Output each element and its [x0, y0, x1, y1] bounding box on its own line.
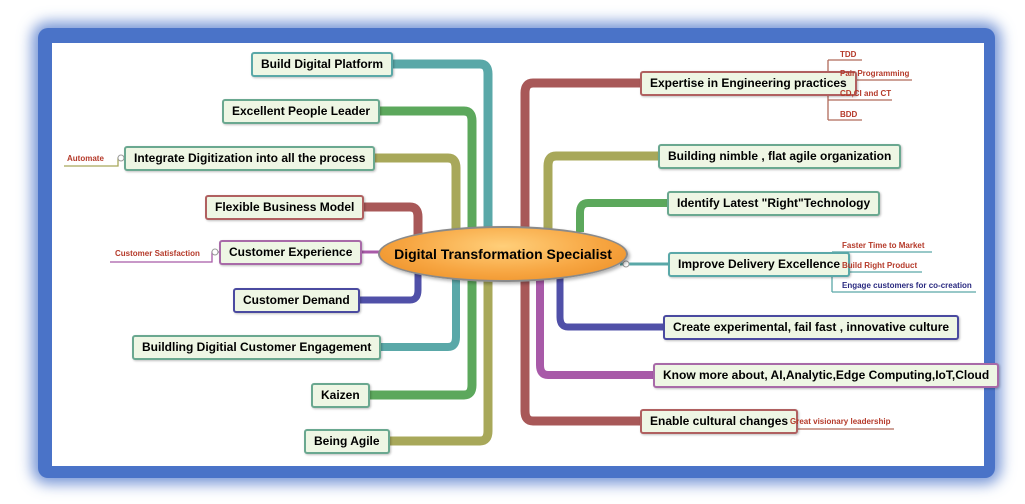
- node-being-agile[interactable]: Being Agile: [304, 429, 390, 454]
- node-know-more[interactable]: Know more about, AI,Analytic,Edge Comput…: [653, 363, 1000, 388]
- leaf-visionary-leadership[interactable]: Great visionary leadership: [790, 417, 891, 426]
- branch-customer-engagement: [345, 268, 460, 351]
- branch-cultural-changes: [520, 272, 640, 426]
- leaf-customer-satisfaction[interactable]: Customer Satisfaction: [115, 249, 200, 258]
- branch-being-agile: [374, 268, 493, 446]
- node-cultural-changes[interactable]: Enable cultural changes: [640, 409, 799, 434]
- leaf-build-right-product[interactable]: Build Right Product: [842, 261, 918, 270]
- collapse-dot-delivery-branch: [622, 260, 630, 268]
- leaf-automate[interactable]: Automate: [67, 154, 104, 163]
- node-customer-experience[interactable]: Customer Experience: [219, 240, 363, 265]
- node-excellent-people-leader[interactable]: Excellent People Leader: [222, 99, 381, 124]
- node-kaizen[interactable]: Kaizen: [311, 383, 370, 408]
- node-integrate-digitization[interactable]: Integrate Digitization into all the proc…: [124, 146, 376, 171]
- node-build-digital-platform[interactable]: Build Digital Platform: [251, 52, 394, 77]
- branch-nimble-organization: [543, 151, 658, 235]
- node-latest-technology[interactable]: Identify Latest "Right"Technology: [667, 191, 881, 216]
- leaf-bdd[interactable]: BDD: [840, 110, 858, 119]
- leaf-tdd[interactable]: TDD: [840, 50, 857, 59]
- branch-excellent-people-leader: [359, 106, 477, 240]
- branch-experimental-culture: [556, 272, 663, 331]
- branch-know-more: [536, 272, 653, 379]
- node-nimble-organization[interactable]: Building nimble , flat agile organizatio…: [658, 144, 902, 169]
- branch-engineering-practices: [520, 78, 640, 235]
- branch-customer-demand: [339, 268, 422, 304]
- node-flexible-business-model[interactable]: Flexible Business Model: [205, 195, 365, 220]
- node-customer-engagement[interactable]: Buildling Digitial Customer Engagement: [132, 335, 382, 360]
- leaf-faster-time-to-market[interactable]: Faster Time to Market: [842, 241, 925, 250]
- branch-kaizen: [356, 268, 477, 400]
- node-delivery-excellence[interactable]: Improve Delivery Excellence: [668, 252, 851, 277]
- leaf-cd-ci-ct[interactable]: CD,CI and CT: [840, 89, 892, 98]
- branch-build-digital-platform: [375, 59, 493, 240]
- collapse-dot-satisfaction: [211, 248, 219, 256]
- branch-latest-technology: [576, 199, 667, 232]
- central-topic[interactable]: Digital Transformation Specialist: [378, 226, 628, 282]
- node-experimental-culture[interactable]: Create experimental, fail fast , innovat…: [663, 315, 960, 340]
- branch-flexible-business-model: [341, 202, 423, 236]
- node-engineering-practices[interactable]: Expertise in Engineering practices: [640, 71, 857, 96]
- branch-integrate-digitization: [347, 153, 461, 240]
- node-customer-demand[interactable]: Customer Demand: [233, 288, 360, 313]
- leaf-pair-programming[interactable]: Pair Programming: [840, 69, 910, 78]
- leaf-engage-customers[interactable]: Engage customers for co-creation: [842, 281, 972, 290]
